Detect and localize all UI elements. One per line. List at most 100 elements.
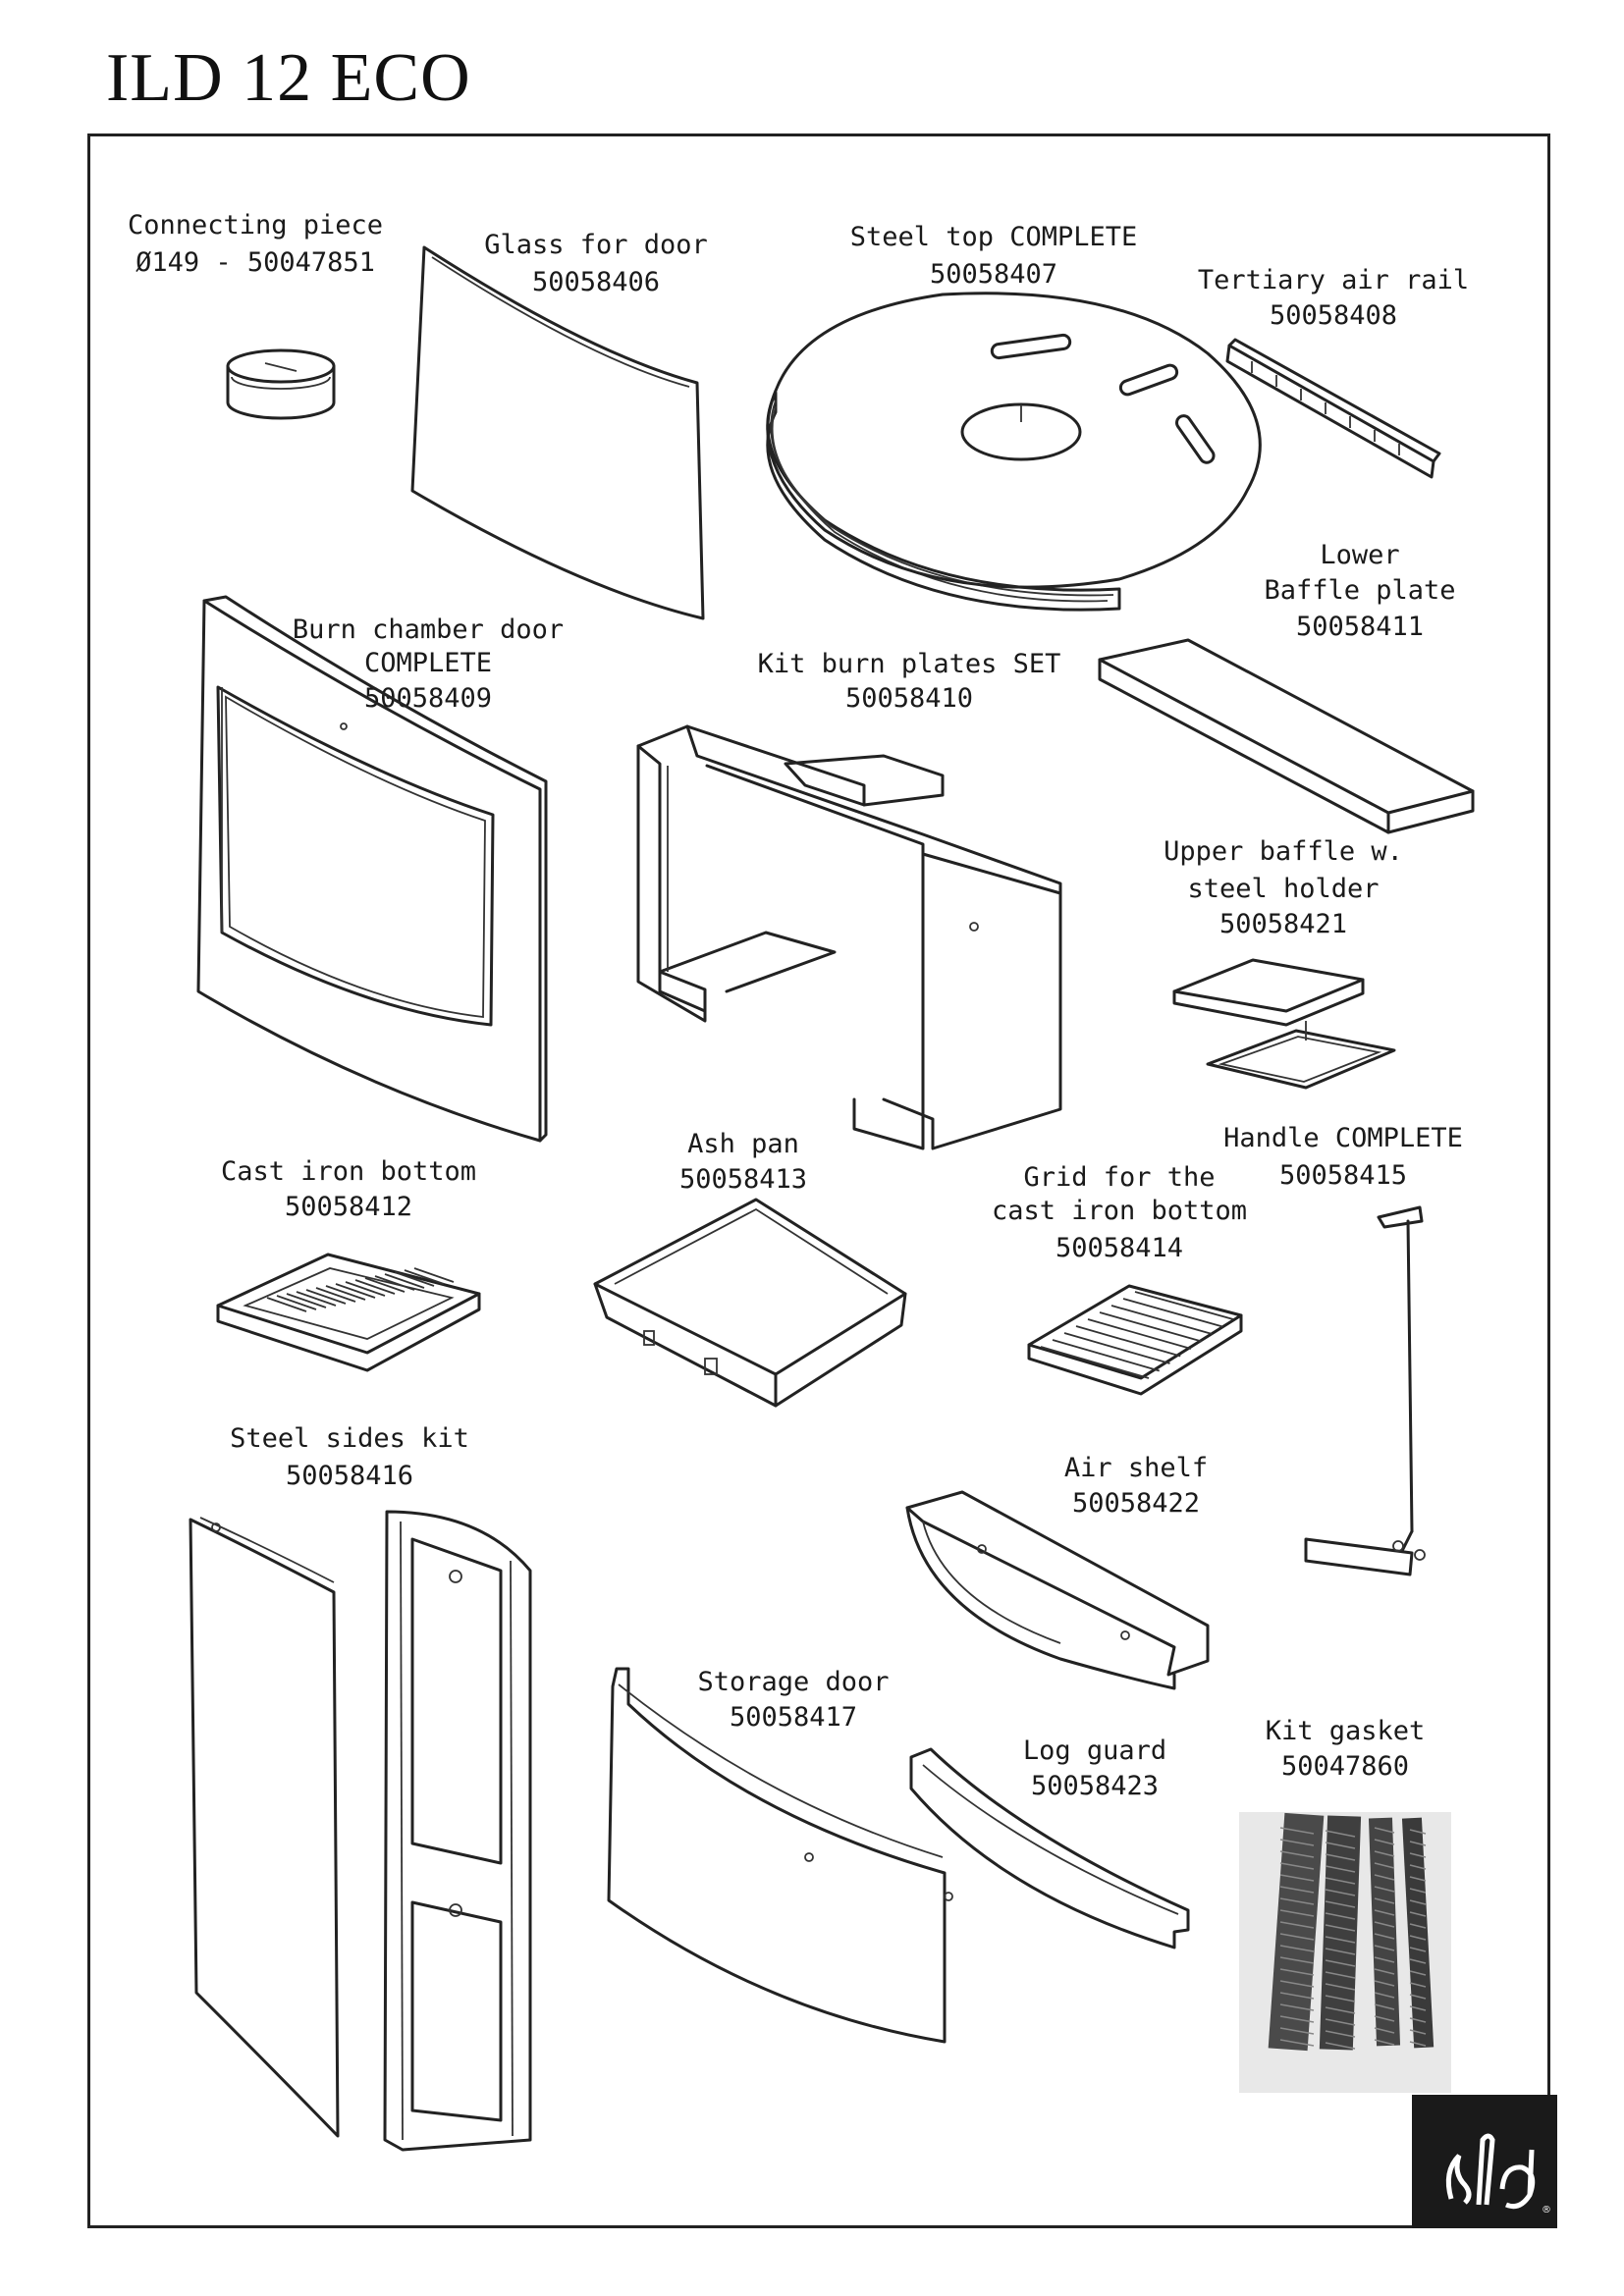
part-number: 50058417 xyxy=(730,1702,857,1733)
part-number: 50058415 xyxy=(1279,1160,1407,1191)
detail-line xyxy=(1374,1945,1395,1951)
part-name: Burn chamber door xyxy=(293,614,564,645)
detail-line xyxy=(1325,1853,1356,1861)
detail-line xyxy=(1374,1956,1395,1963)
detail-line xyxy=(1279,1933,1315,1941)
detail-line xyxy=(1279,1862,1315,1870)
part-name: Lower xyxy=(1320,540,1399,570)
tertiary-air-rail-drawing xyxy=(1225,338,1441,479)
label-upper-baffle: Upper baffle w. steel holder 50058421 xyxy=(1164,836,1403,939)
detail-line xyxy=(404,1269,445,1285)
detail-line xyxy=(1075,1325,1181,1358)
part-name: Air shelf xyxy=(1064,1453,1208,1483)
part-number: 50058423 xyxy=(1031,1771,1159,1801)
part-name: Log guard xyxy=(1023,1735,1166,1766)
detail-line xyxy=(1409,2005,1427,2011)
detail-line xyxy=(1325,1948,1356,1955)
detail-line xyxy=(384,1273,425,1289)
detail-line xyxy=(1409,1876,1427,1882)
connecting-piece-drawing xyxy=(226,348,336,420)
detail-line xyxy=(1325,1971,1356,1979)
part-number: 50058409 xyxy=(364,683,492,714)
label-grid-cast-iron-bottom: Grid for the cast iron bottom 50058414 xyxy=(992,1162,1247,1263)
document-title: ILD 12 ECO xyxy=(106,40,471,116)
detail-line xyxy=(1374,1850,1395,1857)
detail-line xyxy=(1409,2017,1427,2023)
part-name: Baffle plate xyxy=(1264,575,1455,606)
label-kit-burn-plates: Kit burn plates SET 50058410 xyxy=(758,649,1061,714)
part-number: 50058412 xyxy=(285,1192,412,1222)
detail-line xyxy=(1374,2039,1395,2046)
detail-line xyxy=(286,1293,327,1308)
detail-line xyxy=(1409,1888,1427,1894)
detail-line xyxy=(1374,1839,1395,1845)
detail-line xyxy=(1325,2030,1356,2038)
detail-line xyxy=(1409,1911,1427,1917)
detail-line xyxy=(266,1297,307,1312)
detail-line xyxy=(1279,1909,1315,1917)
part-name: COMPLETE xyxy=(364,648,492,678)
detail-line xyxy=(1052,1339,1161,1372)
detail-line xyxy=(345,1281,386,1297)
steel-sides-kit-drawing xyxy=(189,1510,532,2152)
detail-line xyxy=(1325,2018,1356,2026)
part-number: 50058422 xyxy=(1072,1488,1200,1519)
detail-line xyxy=(364,1277,406,1293)
part-number: 50058416 xyxy=(286,1461,413,1491)
part-name: Grid for the xyxy=(1023,1162,1215,1193)
part-number: 50058411 xyxy=(1296,612,1424,642)
detail-line xyxy=(325,1285,366,1301)
detail-line xyxy=(1325,1842,1356,1849)
label-steel-sides-kit: Steel sides kit 50058416 xyxy=(230,1423,469,1491)
detail-line xyxy=(1063,1332,1170,1364)
detail-line xyxy=(1325,1865,1356,1873)
detail-line xyxy=(1374,1909,1395,1916)
detail-line xyxy=(1122,1298,1223,1328)
detail-line xyxy=(1279,1921,1315,1929)
detail-line xyxy=(1279,1839,1315,1846)
detail-line xyxy=(1409,1899,1427,1905)
detail-line xyxy=(1374,1874,1395,1881)
detail-line xyxy=(1374,1897,1395,1904)
detail-line xyxy=(1325,2006,1356,2014)
detail-line xyxy=(1279,2003,1315,2011)
detail-line xyxy=(1409,1923,1427,1929)
part-number: 50058410 xyxy=(845,683,973,714)
detail-line xyxy=(1325,2042,1356,2050)
detail-line xyxy=(1409,1982,1427,1988)
detail-line xyxy=(1374,1980,1395,1987)
detail-line xyxy=(374,1275,415,1291)
label-ash-pan: Ash pan 50058413 xyxy=(679,1129,807,1195)
detail-line xyxy=(1279,2027,1315,2035)
part-name: Tertiary air rail xyxy=(1198,265,1469,295)
detail-line xyxy=(1279,1968,1315,1976)
detail-line xyxy=(1374,1992,1395,1999)
label-cast-iron-bottom: Cast iron bottom 50058412 xyxy=(221,1156,476,1222)
detail-line xyxy=(1279,1874,1315,1882)
label-air-shelf: Air shelf 50058422 xyxy=(1064,1453,1208,1519)
part-number: 50058407 xyxy=(930,259,1057,290)
detail-line xyxy=(1134,1291,1234,1320)
ild-flame-logo: ® xyxy=(1412,2095,1557,2228)
detail-line xyxy=(1374,1886,1395,1893)
label-lower-baffle-plate: Lower Baffle plate 50058411 xyxy=(1264,540,1455,642)
detail-line xyxy=(315,1287,356,1303)
detail-line xyxy=(1374,2003,1395,2010)
label-glass-for-door: Glass for door 50058406 xyxy=(484,230,708,297)
detail-line xyxy=(1409,1841,1427,1846)
logo-trademark: ® xyxy=(1542,2205,1551,2216)
part-name: cast iron bottom xyxy=(992,1196,1247,1226)
detail-line xyxy=(335,1283,376,1299)
handle-drawing xyxy=(1304,1205,1426,1576)
detail-line xyxy=(276,1295,317,1310)
kit-burn-plates-drawing xyxy=(636,724,1062,1150)
detail-line xyxy=(1409,1829,1427,1835)
part-name: Steel sides kit xyxy=(230,1423,469,1454)
part-name: steel holder xyxy=(1187,874,1379,904)
ash-pan-drawing xyxy=(593,1198,907,1408)
detail-line xyxy=(1110,1305,1213,1335)
detail-line xyxy=(1325,1900,1356,1908)
part-name: Connecting piece xyxy=(128,210,383,240)
detail-line xyxy=(1325,1830,1356,1838)
